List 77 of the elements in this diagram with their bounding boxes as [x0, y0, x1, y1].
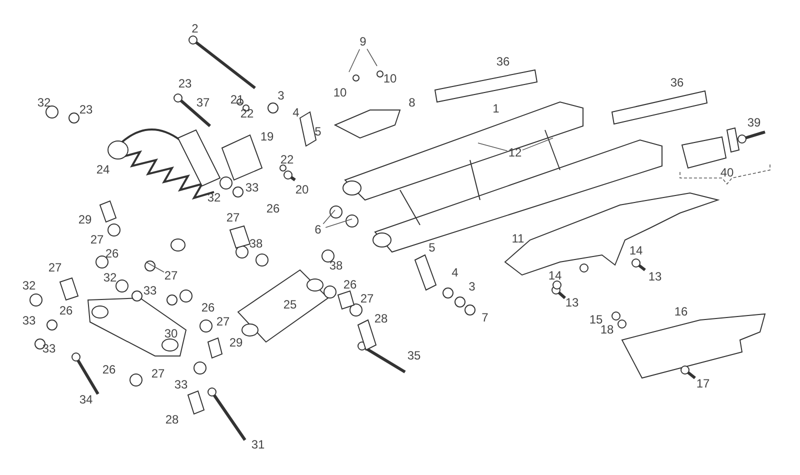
- callout-number: 27: [48, 262, 62, 274]
- callout-number: 29: [78, 214, 92, 226]
- callout-number: 18: [600, 324, 614, 336]
- callout-number: 26: [105, 248, 119, 260]
- callout-number: 36: [496, 56, 510, 68]
- callout-number: 31: [251, 438, 265, 452]
- callout-number: 19: [260, 130, 274, 144]
- callout-number: 28: [374, 312, 388, 326]
- callout-number: 16: [674, 306, 688, 318]
- callout-number: 27: [164, 270, 178, 282]
- callout-number: 21: [230, 94, 244, 106]
- callout-number: 13: [648, 270, 662, 284]
- callout-number: 11: [512, 232, 524, 246]
- callout-number: 2: [192, 22, 198, 36]
- callout-number: 27: [226, 212, 240, 224]
- callout-number: 32: [37, 96, 51, 110]
- callout-number: 34: [79, 394, 93, 406]
- callout-number: 26: [59, 304, 73, 318]
- callout-number: 26: [266, 202, 280, 216]
- callout-number: 33: [174, 378, 188, 392]
- leader-line: [522, 138, 554, 150]
- callout-number: 33: [22, 314, 36, 328]
- callout-number: 26: [201, 302, 215, 314]
- callout-number: 32: [207, 192, 221, 204]
- callout-number: 3: [278, 90, 284, 102]
- callout-number: 33: [245, 182, 259, 194]
- callout-number: 27: [216, 316, 230, 328]
- leader-line: [366, 48, 378, 66]
- callout-number: 39: [747, 116, 761, 130]
- callout-number: 26: [102, 364, 116, 376]
- callout-number: 27: [90, 234, 104, 246]
- callout-number: 33: [143, 284, 157, 298]
- callout-number: 23: [178, 78, 192, 90]
- callout-number: 15: [589, 314, 603, 326]
- callout-number: 13: [565, 296, 579, 310]
- callout-number: 22: [280, 154, 294, 166]
- callout-number: 3: [468, 280, 476, 294]
- callout-number: 27: [151, 368, 165, 380]
- callout-number: 30: [164, 328, 178, 340]
- leader-line: [325, 218, 352, 228]
- callout-number: 20: [295, 184, 309, 196]
- callout-number: 26: [343, 278, 357, 292]
- callout-number: 38: [329, 260, 343, 272]
- callout-number: 37: [196, 96, 210, 110]
- callout-number: 32: [22, 280, 36, 292]
- leader-line: [478, 142, 508, 152]
- callout-number: 17: [696, 378, 710, 390]
- callout-number: 10: [333, 86, 347, 100]
- callout-number: 12: [508, 146, 522, 160]
- callout-number: 35: [407, 350, 421, 362]
- callout-number: 23: [79, 104, 93, 116]
- callout-number: 40: [720, 166, 734, 180]
- leader-line: [348, 48, 360, 72]
- callout-number: 4: [452, 266, 458, 280]
- callout-number: 6: [314, 224, 322, 236]
- callout-number: 28: [165, 414, 179, 426]
- callout-number: 8: [408, 96, 416, 110]
- leader-line: [322, 210, 336, 224]
- callout-number: 5: [428, 242, 436, 254]
- callout-number: 7: [482, 312, 488, 324]
- callout-number: 25: [283, 298, 297, 312]
- callout-number: 10: [383, 72, 397, 86]
- callout-number: 27: [360, 292, 374, 306]
- callout-number: 4: [292, 106, 300, 120]
- callout-number: 32: [103, 272, 117, 284]
- callout-number: 36: [670, 76, 684, 90]
- callout-number: 14: [548, 270, 562, 282]
- callout-number: 1: [492, 102, 500, 116]
- callout-number: 9: [360, 36, 366, 48]
- callout-number: 29: [229, 336, 243, 350]
- callout-number: 22: [240, 108, 254, 120]
- callout-number: 24: [96, 164, 110, 176]
- leader-line: [146, 262, 164, 272]
- callout-number: 14: [629, 244, 643, 258]
- callout-number: 5: [314, 126, 322, 138]
- callout-number: 38: [249, 238, 263, 250]
- callout-number: 33: [42, 342, 56, 356]
